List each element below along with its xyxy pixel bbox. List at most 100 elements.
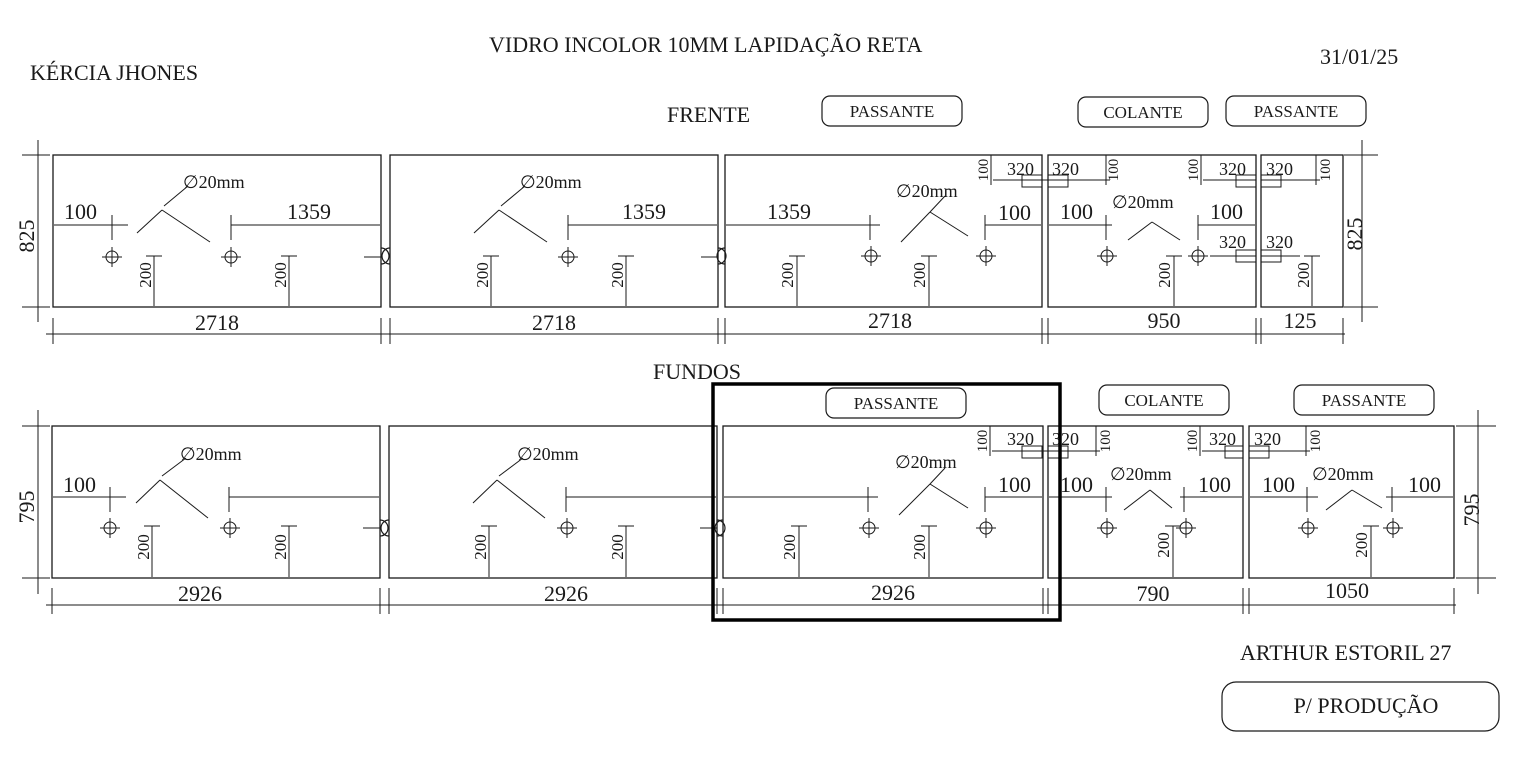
hole-b2-a — [557, 518, 577, 538]
dim-b4-hinge-320a: 320 — [1052, 429, 1079, 449]
back-panel-4-details: 320 100 100 320 ∅20mm 100 100 200 — [1047, 426, 1244, 577]
tag-colante-front-4: COLANTE — [1077, 96, 1209, 128]
dim-b1-200a: 200 — [134, 534, 153, 560]
notch-front-3 — [717, 247, 727, 265]
hole-label-f1: ∅20mm — [183, 172, 245, 192]
hole-label-f3: ∅20mm — [896, 181, 958, 201]
dim-f4-top-100a: 100 — [1106, 159, 1122, 182]
selected-panel-highlight — [711, 382, 1062, 622]
hole-b4-a — [1097, 518, 1117, 538]
dim-f3-span: 1359 — [767, 199, 811, 224]
dim-b5-edge-b: 100 — [1408, 472, 1441, 497]
notch-front-1 — [380, 247, 390, 265]
back-width-dims: 2926 2926 2926 790 1050 — [46, 578, 1456, 614]
dim-b3-edge: 100 — [998, 472, 1031, 497]
front-panel-1 — [52, 154, 382, 308]
front-panel-3-details: ∅20mm 1359 100 200 200 100 320 — [726, 155, 1048, 306]
dim-f3-top-100: 100 — [976, 159, 992, 182]
dim-b3-200b: 200 — [910, 534, 929, 560]
dim-f4-edge-a: 100 — [1060, 199, 1093, 224]
dim-f3-hinge-320: 320 — [1007, 159, 1034, 179]
hole-f4-a — [1097, 246, 1117, 266]
hole-b1-b — [220, 518, 240, 538]
section-front-label: FRENTE — [667, 102, 750, 127]
hole-label-b5: ∅20mm — [1312, 464, 1374, 484]
dim-b1-200b: 200 — [271, 534, 290, 560]
hole-f2-a — [558, 247, 578, 267]
dim-f1-edge: 100 — [64, 199, 97, 224]
tag-passante-back-3-text: PASSANTE — [854, 394, 938, 413]
dim-f5-hinge-320b: 320 — [1266, 232, 1293, 252]
front-width-3: 2718 — [868, 308, 912, 333]
dim-f4-200: 200 — [1155, 262, 1174, 288]
hole-b3-b — [976, 518, 996, 538]
hole-label-b4: ∅20mm — [1110, 464, 1172, 484]
back-width-4: 790 — [1137, 581, 1170, 606]
back-panel-1-details: ∅20mm 100 200 200 — [53, 444, 380, 577]
production-status-text: P/ PRODUÇÃO — [1294, 693, 1439, 718]
front-height-left: 825 — [14, 220, 39, 253]
hole-f3-b — [976, 246, 996, 266]
dim-b4-top-100a: 100 — [1098, 430, 1114, 453]
dim-b4-hinge-320b: 320 — [1209, 429, 1236, 449]
hole-f4-b — [1188, 246, 1208, 266]
back-width-2: 2926 — [544, 581, 588, 606]
production-status-badge: P/ PRODUÇÃO — [1221, 681, 1500, 732]
tag-colante-front-4-text: COLANTE — [1103, 103, 1182, 122]
dim-b4-edge-a: 100 — [1060, 472, 1093, 497]
dim-f4-edge-b: 100 — [1210, 199, 1243, 224]
back-panel-2-details: ∅20mm 200 200 — [471, 444, 717, 577]
dim-f5-200: 200 — [1294, 262, 1313, 288]
hole-b4-b — [1176, 518, 1196, 538]
front-width-1: 2718 — [195, 310, 239, 335]
dim-b3-200a: 200 — [780, 534, 799, 560]
back-width-5: 1050 — [1325, 578, 1369, 603]
dim-f1-200a: 200 — [136, 262, 155, 288]
front-panel-4-details: 320 100 100 320 ∅20mm 100 100 320 200 — [1047, 155, 1257, 306]
dim-f4-hinge-320a: 320 — [1052, 159, 1079, 179]
drawing-date: 31/01/25 — [1320, 44, 1398, 69]
hole-label-f4: ∅20mm — [1112, 192, 1174, 212]
client-name: KÉRCIA JHONES — [30, 60, 198, 85]
notch-back-1 — [379, 519, 389, 537]
front-width-dims: 2718 2718 2718 950 125 — [46, 308, 1345, 344]
dim-b4-200: 200 — [1154, 532, 1173, 558]
back-height-left: 795 — [14, 491, 39, 524]
tag-passante-front-3-text: PASSANTE — [850, 102, 934, 121]
notch-back-2 — [380, 519, 390, 537]
section-back-label: FUNDOS — [653, 359, 741, 384]
hole-b5-b — [1383, 518, 1403, 538]
front-height-right: 825 — [1342, 218, 1367, 251]
dim-b2-200a: 200 — [471, 534, 490, 560]
back-width-3: 2926 — [871, 580, 915, 605]
dim-b5-top-100: 100 — [1308, 430, 1324, 453]
hole-label-b2: ∅20mm — [517, 444, 579, 464]
back-panel-3 — [722, 425, 1044, 579]
dim-f2-200b: 200 — [608, 262, 627, 288]
dim-b1-edge: 100 — [63, 472, 96, 497]
hole-b1-a — [100, 518, 120, 538]
hole-b5-a — [1298, 518, 1318, 538]
dim-b4-top-100b: 100 — [1185, 430, 1201, 453]
hole-f1-b — [221, 247, 241, 267]
dim-b5-edge-a: 100 — [1262, 472, 1295, 497]
dim-f2-200a: 200 — [473, 262, 492, 288]
dim-f5-hinge-320a: 320 — [1266, 159, 1293, 179]
dim-f3-200a: 200 — [778, 262, 797, 288]
dim-b2-200b: 200 — [608, 534, 627, 560]
tag-passante-front-3: PASSANTE — [821, 95, 963, 127]
hole-f3-a — [861, 246, 881, 266]
tag-passante-back-5: PASSANTE — [1293, 384, 1435, 416]
dim-f5-top-100: 100 — [1318, 159, 1334, 182]
tag-passante-back-3: PASSANTE — [825, 387, 967, 419]
dim-b4-edge-b: 100 — [1198, 472, 1231, 497]
dim-f4-hinge-320b: 320 — [1219, 159, 1246, 179]
back-panel-1 — [51, 425, 381, 579]
back-width-1: 2926 — [178, 581, 222, 606]
job-address: ARTHUR ESTORIL 27 — [1240, 640, 1451, 665]
back-panel-2 — [388, 425, 718, 579]
dim-f1-200b: 200 — [271, 262, 290, 288]
notch-front-4 — [716, 247, 726, 265]
dim-f4-top-100b: 100 — [1186, 159, 1202, 182]
hole-label-b1: ∅20mm — [180, 444, 242, 464]
